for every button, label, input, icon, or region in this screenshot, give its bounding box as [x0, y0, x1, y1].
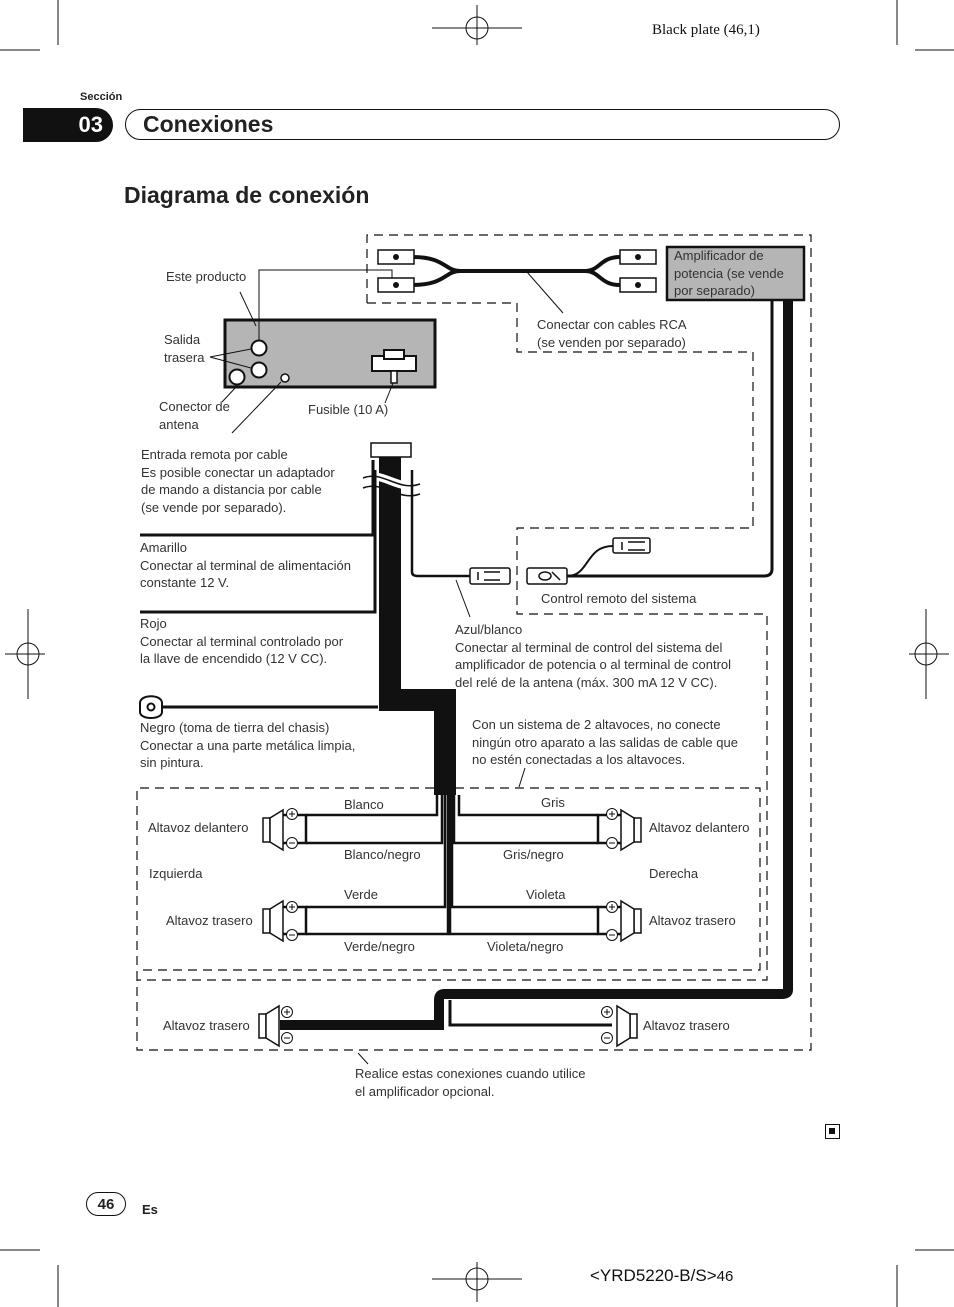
ground-terminal-icon: [139, 695, 163, 719]
speaker-front-right-icon: [596, 808, 642, 852]
main-harness: [140, 300, 793, 1030]
section-label: Sección: [80, 91, 123, 103]
label-verde-negro: Verde/negro: [344, 939, 415, 954]
label-realice: Realice estas conexiones cuando utilice …: [355, 1066, 586, 1099]
label-altavoz-trasero-der: Altavoz trasero: [649, 913, 736, 928]
label-este-producto: Este producto: [166, 269, 247, 284]
model-code: <YRD5220-B/S>46: [590, 1266, 733, 1286]
page-title: Diagrama de conexión: [124, 182, 370, 208]
label-izquierda: Izquierda: [149, 866, 203, 881]
speaker-rear-right-icon: [596, 899, 642, 943]
label-violeta: Violeta: [526, 887, 566, 902]
speaker-rear-left-icon: [262, 899, 308, 943]
speaker-amp-left-icon: [258, 1004, 280, 1048]
plate-label: Black plate (46,1): [652, 22, 760, 38]
label-conector-antena: Conector de antena: [159, 399, 230, 432]
section-title: Conexiones: [143, 111, 274, 137]
page-number: 46: [86, 1192, 126, 1216]
speaker-wires-right: [448, 795, 598, 936]
label-fusible: Fusible (10 A): [308, 402, 389, 417]
label-blanco-negro: Blanco/negro: [344, 847, 421, 862]
label-negro: Negro (toma de tierra del chasis) Conect…: [140, 720, 356, 770]
label-salida-trasera: Salida trasera: [164, 332, 205, 365]
amplifier-box: [665, 245, 806, 302]
head-unit: [223, 318, 437, 389]
label-conectar-rca: Conectar con cables RCA (se venden por s…: [537, 317, 687, 350]
label-altavoz-trasero-amp-izq: Altavoz trasero: [163, 1018, 250, 1033]
label-entrada-remota: Entrada remota por cable Es posible cone…: [141, 447, 335, 515]
section-bar: [125, 109, 840, 140]
label-amarillo: Amarillo Conectar al terminal de aliment…: [140, 540, 351, 590]
label-altavoz-trasero-amp-der: Altavoz trasero: [643, 1018, 730, 1033]
label-amplificador: Amplificador de potencia (se vende por s…: [674, 248, 784, 298]
model-name: <YRD5220-B/S>: [590, 1266, 717, 1285]
label-violeta-negro: Violeta/negro: [487, 939, 564, 954]
label-rojo: Rojo Conectar al terminal controlado por…: [140, 616, 344, 666]
label-blanco: Blanco: [344, 797, 384, 812]
speaker-amp-right-icon: [616, 1004, 638, 1048]
language-code: Es: [142, 1202, 158, 1217]
speaker-wires-left: [306, 795, 450, 936]
label-altavoz-trasero-izq: Altavoz trasero: [166, 913, 253, 928]
section-number: 03: [23, 108, 113, 142]
dashed-regions: [136, 234, 812, 1051]
end-mark-icon: [825, 1124, 840, 1139]
label-azul-blanco: Azul/blanco Conectar al terminal de cont…: [455, 622, 732, 690]
label-control-remoto: Control remoto del sistema: [541, 591, 697, 606]
label-derecha: Derecha: [649, 866, 699, 881]
rca-cables: [412, 255, 621, 287]
label-dos-altavoces: Con un sistema de 2 altavoces, no conect…: [472, 717, 738, 767]
model-page: 46: [716, 1268, 734, 1285]
label-altavoz-delantero-izq: Altavoz delantero: [148, 820, 249, 835]
speaker-front-left-icon: [262, 808, 308, 852]
label-gris-negro: Gris/negro: [503, 847, 564, 862]
label-altavoz-delantero-der: Altavoz delantero: [649, 820, 750, 835]
leader-lines: [209, 269, 564, 1065]
label-gris: Gris: [541, 795, 565, 810]
label-verde: Verde: [344, 887, 378, 902]
